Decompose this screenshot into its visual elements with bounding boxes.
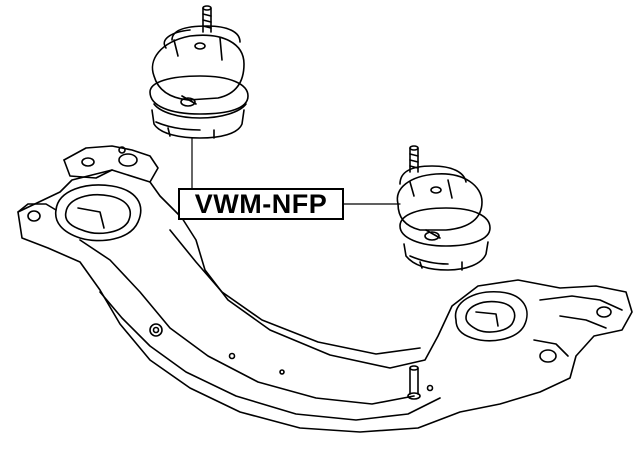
part-number-label: VWM-NFP [178, 188, 344, 220]
leader-lines [191, 137, 401, 205]
subframe-crossmember [17, 145, 633, 433]
part-number-text: VWM-NFP [194, 188, 328, 219]
engine-mount-top [149, 5, 249, 139]
engine-mount-right [396, 145, 491, 271]
